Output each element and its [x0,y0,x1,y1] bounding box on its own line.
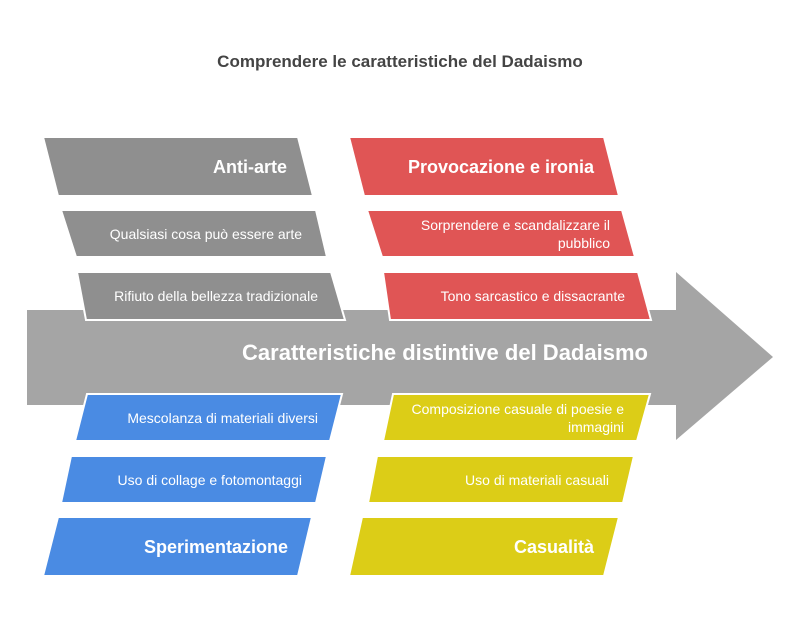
cause-item-shape [59,209,329,258]
cause-item-text: Qualsiasi cosa può essere arte [109,225,302,242]
cause-item-text: Rifiuto della bellezza tradizionale [114,288,318,304]
category-anti-arte-shape [41,136,315,197]
cause-item-text: Uso di collage e fotomontaggi [117,471,302,488]
cause-item-label: Tono sarcastico e dissacrante [408,272,625,320]
cause-item-text: Uso di materiali casuali [465,471,609,488]
cause-item-label: Uso di collage e fotomontaggi [86,456,302,503]
cause-item-label: Rifiuto della bellezza tradizionale [102,272,318,320]
cause-item-text: Sorprendere e scandalizzare il pubblico [420,216,610,251]
cause-item-label: Composizione casuale di poesie e immagin… [408,394,624,441]
cause-item-shape [75,271,347,321]
category-sperimentazione-text: Sperimentazione [143,536,288,557]
spine-label: Caratteristiche distintive del Dadaismo [242,340,648,365]
category-sperimentazione-label: Sperimentazione [68,517,288,576]
category-sperimentazione-shape [41,516,314,577]
cause-item-text: Tono sarcastico e dissacrante [440,288,625,304]
diagram-title: Comprendere le caratteristiche del Dadai… [217,52,583,71]
cause-item-shape [381,393,652,442]
category-provocazione-text: Provocazione e ironia [407,156,594,177]
cause-item-label: Uso di materiali casuali [393,456,609,503]
cause-item-text: Composizione casuale di poesie e immagin… [411,400,624,435]
category-anti-arte-text: Anti-arte [212,156,287,177]
cause-item-shape [366,455,636,504]
category-casualita-label: Casualità [374,517,594,576]
category-casualita-text: Casualità [513,536,594,557]
category-anti-arte-label: Anti-arte [68,137,287,196]
cause-item-label: Sorprendere e scandalizzare il pubblico [392,210,610,257]
category-provocazione-label: Provocazione e ironia [374,137,594,196]
cause-item-shape [59,455,329,504]
cause-item-label: Qualsiasi cosa può essere arte [86,210,302,257]
cause-item-shape [73,393,344,442]
cause-item-shape [365,209,637,258]
cause-item-label: Mescolanza di materiali diversi [100,394,318,441]
cause-item-text: Mescolanza di materiali diversi [127,409,318,426]
category-casualita-shape [347,516,621,577]
category-provocazione-shape [347,136,621,197]
cause-item-shape [381,271,653,321]
